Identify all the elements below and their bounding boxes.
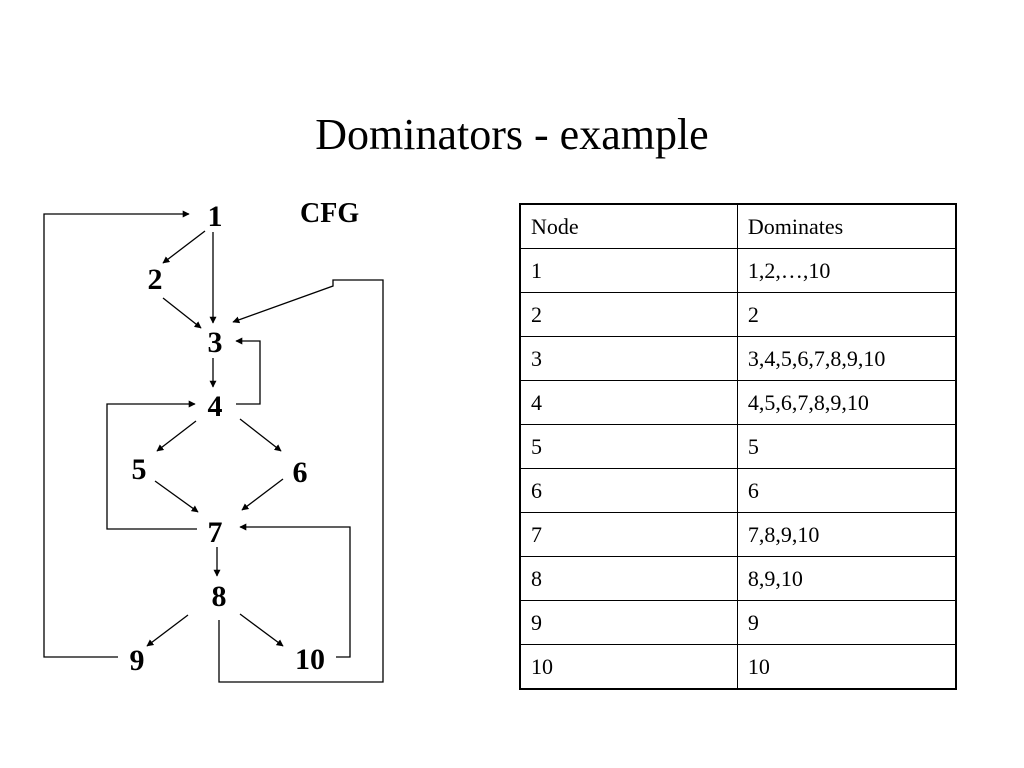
edge-4-3-loop (235, 337, 261, 405)
cfg-node-9: 9 (130, 644, 145, 677)
table-row: 2 2 (519, 292, 957, 337)
edge-5-7 (154, 480, 199, 513)
dominates-cell: 7,8,9,10 (736, 512, 957, 557)
dominates-cell: 6 (736, 468, 957, 513)
cfg-node-6: 6 (293, 456, 308, 489)
node-cell: 9 (519, 600, 738, 645)
cfg-label: CFG (300, 198, 359, 229)
table-row: 6 6 (519, 468, 957, 513)
table-row: 8 8,9,10 (519, 556, 957, 601)
edge-7-4-back (106, 400, 197, 530)
edge-8-9 (146, 614, 189, 647)
node-cell: 10 (519, 644, 738, 690)
table-row: 10 10 (519, 644, 957, 690)
edge-4-5 (156, 420, 197, 452)
node-cell: 8 (519, 556, 738, 601)
dominates-cell: 10 (736, 644, 957, 690)
dominates-cell: 2 (736, 292, 957, 337)
dominates-cell: 5 (736, 424, 957, 469)
edge-1-2 (162, 230, 206, 264)
table-row: 7 7,8,9,10 (519, 512, 957, 557)
edge-9-1-back (43, 210, 190, 658)
dominates-cell: 3,4,5,6,7,8,9,10 (736, 336, 957, 381)
cfg-node-7: 7 (208, 516, 223, 549)
cfg-node-2: 2 (148, 263, 163, 296)
cfg-node-3: 3 (208, 326, 223, 359)
dominates-cell: 8,9,10 (736, 556, 957, 601)
cfg-node-1: 1 (208, 200, 223, 233)
cfg-node-4: 4 (208, 390, 223, 423)
table-row: 3 3,4,5,6,7,8,9,10 (519, 336, 957, 381)
node-cell: 5 (519, 424, 738, 469)
node-cell: 6 (519, 468, 738, 513)
table-row: 9 9 (519, 600, 957, 645)
dominates-cell: 4,5,6,7,8,9,10 (736, 380, 957, 425)
slide-title: Dominators - example (315, 110, 709, 159)
header-dominates: Dominates (736, 203, 957, 249)
edge-10-7-back (239, 523, 351, 658)
cfg-node-8: 8 (212, 580, 227, 613)
cfg-node-10: 10 (295, 643, 325, 676)
edge-8-3-back (218, 279, 384, 683)
node-cell: 4 (519, 380, 738, 425)
edge-2-3 (162, 297, 202, 329)
dominates-cell: 9 (736, 600, 957, 645)
dominators-table: Node Dominates 1 1,2,…,10 2 2 3 3,4,5,6,… (519, 203, 957, 690)
dominates-cell: 1,2,…,10 (736, 248, 957, 293)
node-cell: 7 (519, 512, 738, 557)
edge-4-6 (239, 418, 282, 452)
edge-6-7 (241, 478, 284, 511)
cfg-node-5: 5 (132, 453, 147, 486)
table-row: 4 4,5,6,7,8,9,10 (519, 380, 957, 425)
node-cell: 3 (519, 336, 738, 381)
table-header-row: Node Dominates (519, 203, 957, 249)
edge-8-10 (239, 613, 284, 647)
node-cell: 2 (519, 292, 738, 337)
node-cell: 1 (519, 248, 738, 293)
table-row: 5 5 (519, 424, 957, 469)
table-row: 1 1,2,…,10 (519, 248, 957, 293)
header-node: Node (519, 203, 738, 249)
